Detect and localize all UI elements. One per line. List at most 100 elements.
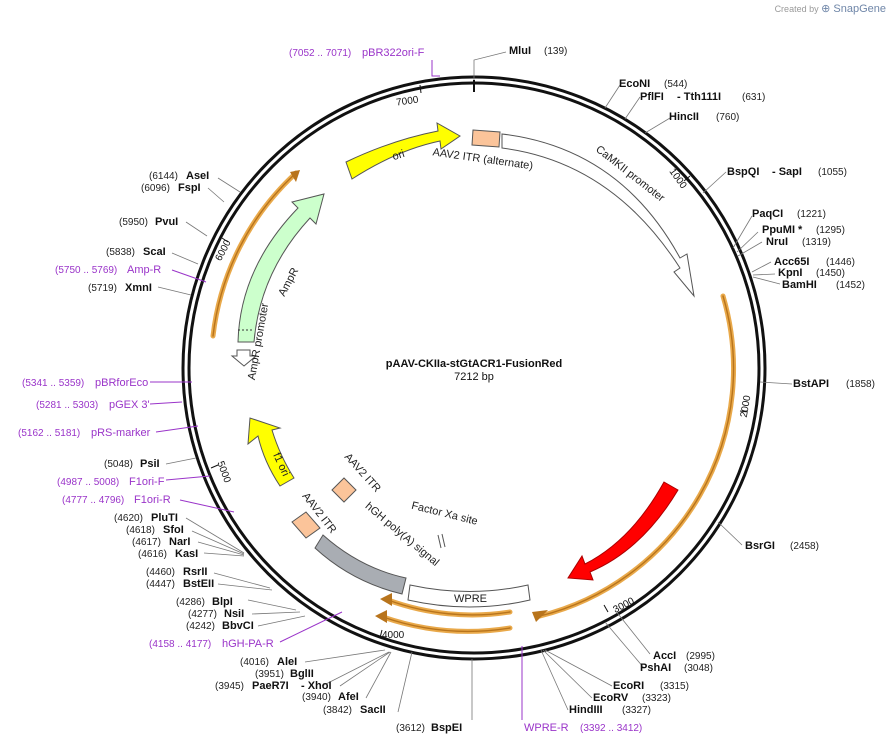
features: ori AAV2 ITR (alternate) CaMKII promoter… bbox=[230, 122, 695, 608]
tick-2000 bbox=[739, 410, 749, 413]
enzyme-bamhi: BamHI bbox=[782, 279, 817, 291]
enzyme-psii-pos: (5048) bbox=[104, 459, 133, 470]
enzyme-alei-pos: (4016) bbox=[240, 657, 269, 668]
primer-f1ori-f: F1ori-F bbox=[129, 476, 165, 488]
enzyme-asei-pos: (6144) bbox=[149, 171, 178, 182]
orf-arc-bottom-1-head bbox=[380, 593, 392, 606]
enzyme-blpi-pos: (4286) bbox=[176, 597, 205, 608]
primer-leaders bbox=[149, 60, 523, 720]
primer-f1ori-f-range: (4987 .. 5008) bbox=[57, 477, 119, 488]
primer-pbrforeco: pBRforEco bbox=[95, 377, 148, 389]
credit-prefix: Created by bbox=[774, 4, 819, 14]
enzyme-pluti: PluTI bbox=[151, 512, 178, 524]
plasmid-name: pAAV-CKIIa-stGtACR1-FusionRed bbox=[386, 358, 562, 370]
enzyme-labels: MluI (139) EcoNI (544) PflFI - Tth111I (… bbox=[88, 45, 875, 734]
enzyme-acc65i-pos: (1446) bbox=[826, 257, 855, 268]
enzyme-ppumi: PpuMI * bbox=[762, 224, 803, 236]
primer-hgh-pa-r-range: (4158 .. 4177) bbox=[149, 639, 211, 650]
tick-label-1000: 1000 bbox=[667, 167, 689, 192]
enzyme-blpi: BlpI bbox=[212, 596, 233, 608]
enzyme-ecorv: EcoRV bbox=[593, 692, 629, 704]
enzyme-alei: AleI bbox=[277, 656, 297, 668]
tick-5000 bbox=[210, 464, 219, 469]
enzyme-pshai: PshAI bbox=[640, 662, 671, 674]
enzyme-bstapi: BstAPI bbox=[793, 378, 829, 390]
enzyme-sacii-pos: (3842) bbox=[323, 705, 352, 716]
credit-brand: SnapGene bbox=[833, 3, 886, 15]
enzyme-nari: NarI bbox=[169, 536, 190, 548]
primer-pgex3-range: (5281 .. 5303) bbox=[36, 400, 98, 411]
enzyme-bspei-pos: (3612) bbox=[396, 723, 425, 734]
enzyme-bstapi-pos: (1858) bbox=[846, 379, 875, 390]
enzyme-kasi-pos: (4616) bbox=[138, 549, 167, 560]
orf-arcs bbox=[210, 170, 736, 634]
orf-arc-bottom-2-core bbox=[382, 616, 511, 633]
enzyme-bsteii: BstEII bbox=[183, 578, 214, 590]
enzyme-bsrgi: BsrGI bbox=[745, 540, 775, 552]
tick-label-7000: 7000 bbox=[396, 95, 420, 109]
enzyme-bspqi-pos: (1055) bbox=[818, 167, 847, 178]
enzyme-ecori-pos: (3315) bbox=[660, 681, 689, 692]
enzyme-rsrii: RsrII bbox=[183, 566, 207, 578]
tick-label-4000: 4000 bbox=[382, 630, 405, 641]
feature-camkii-promoter bbox=[501, 133, 695, 298]
enzyme-bbvci-pos: (4242) bbox=[186, 621, 215, 632]
feature-label-wpre: WPRE bbox=[454, 593, 487, 605]
tick-label-5000: 5000 bbox=[214, 460, 232, 485]
enzyme-kpni-pos: (1450) bbox=[816, 268, 845, 279]
orf-arc-right-core bbox=[539, 295, 735, 617]
tick-label-2000: 2000 bbox=[739, 394, 754, 418]
enzyme-ecori: EcoRI bbox=[613, 680, 644, 692]
primer-f1ori-r-range: (4777 .. 4796) bbox=[62, 495, 124, 506]
primer-amp-r-range: (5750 .. 5769) bbox=[55, 265, 117, 276]
tick-7000 bbox=[419, 84, 422, 94]
enzyme-xmni-pos: (5719) bbox=[88, 283, 117, 294]
feature-factor-xa-site bbox=[437, 534, 442, 549]
primer-prs-marker-range: (5162 .. 5181) bbox=[18, 428, 80, 439]
orf-arc-bottom-1-core bbox=[387, 599, 511, 616]
feature-ampr bbox=[237, 193, 325, 343]
primer-labels: (7052 .. 7071) pBR322ori-F (5750 .. 5769… bbox=[18, 47, 642, 734]
orf-arc-right-head bbox=[532, 610, 548, 622]
feature-wpre bbox=[407, 584, 531, 608]
enzyme-kasi: KasI bbox=[175, 548, 198, 560]
enzyme-paqci-pos: (1221) bbox=[797, 209, 826, 220]
enzyme-kpni: KpnI bbox=[778, 267, 802, 279]
enzyme-xmni: XmnI bbox=[125, 282, 152, 294]
enzyme-bglii-pos: (3951) bbox=[255, 669, 284, 680]
enzyme-sfoi: SfoI bbox=[163, 524, 184, 536]
primer-wpre-r-range: (3392 .. 3412) bbox=[580, 723, 642, 734]
enzyme-bsteii-pos: (4447) bbox=[146, 579, 175, 590]
enzyme-pflfi-pos: (631) bbox=[742, 92, 765, 103]
enzyme-nrui: NruI bbox=[766, 236, 788, 248]
enzyme-mlui: MluI bbox=[509, 45, 531, 57]
enzyme-sfoi-pos: (4618) bbox=[126, 525, 155, 536]
orf-arc-left-head bbox=[290, 170, 300, 182]
feature-aav2-itr-lower bbox=[291, 511, 321, 539]
primer-pbr322ori-f: pBR322ori-F bbox=[362, 47, 425, 59]
enzyme-xhoi: - XhoI bbox=[301, 680, 332, 692]
tick-6000 bbox=[221, 237, 229, 243]
enzyme-tth111i: - Tth111I bbox=[677, 91, 721, 103]
enzyme-sapi: - SapI bbox=[772, 166, 802, 178]
enzyme-pluti-pos: (4620) bbox=[114, 513, 143, 524]
enzyme-scai: ScaI bbox=[143, 246, 166, 258]
enzyme-hindiii-pos: (3327) bbox=[622, 705, 651, 716]
tick-1000 bbox=[683, 175, 691, 182]
enzyme-nrui-pos: (1319) bbox=[802, 237, 831, 248]
enzyme-paqci: PaqCI bbox=[752, 208, 783, 220]
feature-ampr-promoter bbox=[230, 349, 258, 367]
orf-arc-left-core bbox=[212, 172, 297, 337]
enzyme-fspi-pos: (6096) bbox=[141, 183, 170, 194]
primer-prs-marker: pRS-marker bbox=[91, 427, 151, 439]
enzyme-bglii: BglII bbox=[290, 668, 314, 680]
enzyme-pvui-pos: (5950) bbox=[119, 217, 148, 228]
tick-3000 bbox=[603, 604, 609, 613]
tick-4000 bbox=[379, 629, 383, 639]
enzyme-paer7i: PaeR7I bbox=[252, 680, 289, 692]
enzyme-afei: AfeI bbox=[338, 691, 359, 703]
primer-pbrforeco-range: (5341 .. 5359) bbox=[22, 378, 84, 389]
enzyme-asei: AseI bbox=[186, 170, 209, 182]
enzyme-acci: AccI bbox=[653, 650, 676, 662]
